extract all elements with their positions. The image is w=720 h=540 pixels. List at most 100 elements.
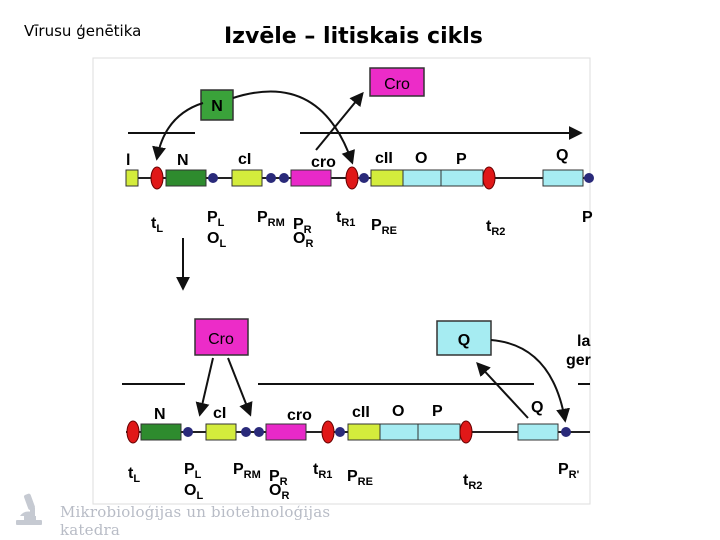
site-ol-sub: L: [219, 238, 226, 250]
svg-text:tR1: tR1: [336, 209, 355, 229]
protein-cro-label: Cro: [384, 76, 410, 93]
svg-text:P: P: [582, 209, 593, 226]
bottom-site-pre: P: [347, 468, 358, 485]
bottom-gene-cro: [265, 423, 307, 441]
gene-p: [440, 169, 484, 187]
svg-text:tR2: tR2: [463, 472, 482, 492]
bottom-site-ol-sub: L: [196, 490, 203, 502]
bottom-site-tr2-sub: R2: [468, 480, 482, 492]
bottom-gene-q-label: Q: [531, 399, 543, 416]
bottom-gene-cii: [347, 423, 381, 441]
bottom-gene-ci: [205, 423, 237, 441]
operator-prm: [266, 173, 276, 183]
bottom-protein-cro-box: [194, 318, 249, 356]
site-pr-prime: P: [582, 209, 593, 226]
bottom-gene-n: [140, 423, 182, 441]
gene-n-label: N: [177, 152, 189, 169]
site-or-sub: R: [305, 238, 313, 250]
svg-text:PRM: PRM: [257, 209, 285, 229]
bottom-terminator-tl: [126, 420, 140, 444]
gene-cii: [370, 169, 404, 187]
left-stub-label: l: [126, 152, 130, 169]
bottom-gene-o-label: O: [392, 403, 404, 420]
svg-text:tL: tL: [128, 465, 140, 485]
terminator-tr2: [482, 166, 496, 190]
bottom-protein-q-label: Q: [458, 332, 470, 349]
terminator-tr1: [345, 166, 359, 190]
bottom-protein-cro-label: Cro: [208, 331, 234, 348]
svg-text:OL: OL: [207, 230, 226, 250]
bottom-site-prm-sub: RM: [244, 469, 261, 481]
bottom-gene-p-label: P: [432, 403, 443, 420]
svg-text:PL: PL: [207, 209, 225, 229]
bottom-protein-q-box: [436, 320, 492, 356]
site-tl: t: [151, 215, 157, 232]
bottom-gene-q: [517, 423, 559, 441]
bottom-operator-pr-prime: [561, 427, 571, 437]
site-tr1-sub: R1: [341, 217, 355, 229]
microscope-icon: [16, 493, 42, 525]
svg-text:tR2: tR2: [486, 218, 505, 238]
gene-p-label: P: [456, 151, 467, 168]
bottom-operator-prm: [241, 427, 251, 437]
site-pre: P: [371, 217, 382, 234]
department-name: Mikrobioloģijas un biotehnoloģijas kated…: [60, 503, 331, 539]
bottom-site-tr1-sub: R1: [318, 469, 332, 481]
bottom-gene-cii-label: cII: [352, 404, 370, 421]
n-antitermination-right-arrow: [232, 90, 355, 165]
site-tr2: t: [486, 218, 492, 235]
site-pl: P: [207, 209, 218, 226]
slide-title: Izvēle – litiskais cikls: [224, 24, 483, 49]
operator-pl: [208, 173, 218, 183]
gene-q-label: Q: [556, 147, 568, 164]
svg-text:PL: PL: [184, 461, 202, 481]
cro-repress-pl-arrow: [195, 357, 214, 417]
bottom-site-ol: O: [184, 482, 196, 499]
site-pr: P: [293, 216, 304, 233]
bottom-site-tr2: t: [463, 472, 469, 489]
site-pr-sub: R: [304, 224, 312, 236]
operator-pre: [359, 173, 369, 183]
bottom-operator-pl: [183, 427, 193, 437]
late-genes-label-line1: la: [577, 333, 590, 350]
bottom-site-pr-prime-sub: R': [569, 469, 580, 481]
svg-text:PRE: PRE: [347, 468, 373, 488]
bottom-site-pre-sub: RE: [358, 476, 373, 488]
svg-text:PRE: PRE: [371, 217, 397, 237]
svg-text:tR1: tR1: [313, 461, 332, 481]
protein-n-label: N: [211, 98, 223, 115]
svg-text:PR': PR': [558, 461, 580, 481]
bottom-operator-pre: [335, 427, 345, 437]
bottom-site-pr-sub: R: [280, 476, 288, 488]
svg-text:OR: OR: [293, 230, 313, 250]
gene-q: [542, 169, 584, 187]
top-diagram: N Cro l N cI cro cII O P Q: [125, 67, 594, 291]
bottom-site-pl: P: [184, 461, 195, 478]
gene-cro-label: cro: [311, 154, 336, 171]
bottom-terminator-tr2: [459, 420, 473, 444]
footer: Mikrobioloģijas un biotehnoloģijas kated…: [10, 488, 380, 539]
bottom-gene-ci-label: cI: [213, 405, 226, 422]
gene-cro: [290, 169, 332, 187]
svg-text:PR: PR: [293, 216, 312, 236]
gene-cii-label: cII: [375, 150, 393, 167]
svg-text:OR: OR: [269, 482, 289, 502]
operator-pr-prime: [584, 173, 594, 183]
n-antitermination-left-arrow: [152, 102, 204, 161]
gene-o: [402, 169, 442, 187]
bottom-site-or: O: [269, 482, 281, 499]
bottom-operator-pr: [254, 427, 264, 437]
bottom-site-tr1: t: [313, 461, 319, 478]
bottom-site-pl-sub: L: [195, 469, 202, 481]
late-genes-label-line2: ger: [566, 352, 591, 369]
site-or: O: [293, 230, 305, 247]
site-prm-sub: RM: [268, 217, 285, 229]
site-prm: P: [257, 209, 268, 226]
site-tr2-sub: R2: [491, 226, 505, 238]
terminator-tl: [150, 166, 164, 190]
bottom-site-pr: P: [269, 468, 280, 485]
cro-repress-prm-arrow: [227, 357, 253, 417]
bottom-site-tl-sub: L: [133, 473, 140, 485]
operator-pr: [279, 173, 289, 183]
